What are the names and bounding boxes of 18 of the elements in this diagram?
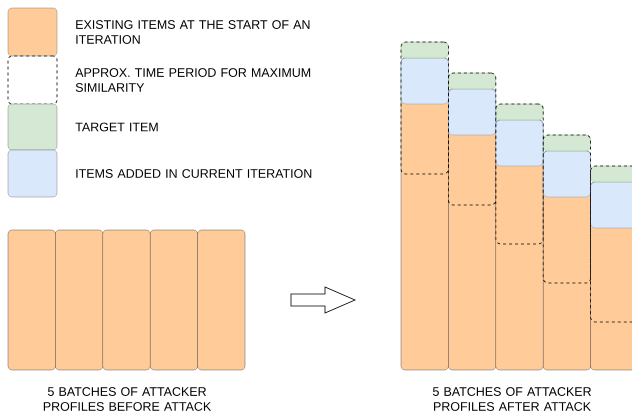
- existing-items-bar: [102, 230, 150, 370]
- existing-items-bar: [197, 230, 246, 370]
- legend-label: APPROX. TIME PERIOD FOR MAXIMUM SIMILARITY: [75, 68, 310, 92]
- caption: 5 BATCHES OF ATTACKER PROFILES BEFORE ATTACK: [44, 387, 212, 411]
- similarity-period-box: [495, 104, 544, 244]
- similarity-period-box: [400, 42, 449, 174]
- added-items-box: [590, 182, 632, 228]
- legend-label: ITEMS ADDED IN CURRENT ITERATION: [76, 169, 312, 178]
- caption: 5 BATCHES OF ATTACKER PROFILES AFTER ATTACK: [432, 387, 592, 411]
- legend-label: EXISTING ITEMS AT THE START OF AN ITERATION: [76, 20, 310, 44]
- similarity-period-box: [590, 166, 632, 322]
- legend-label: TARGET ITEM: [75, 122, 158, 132]
- similarity-period-box: [542, 134, 591, 284]
- existing-items-bar: [55, 230, 103, 370]
- target-item-box: [590, 166, 632, 182]
- existing-items-bar: [150, 230, 198, 370]
- similarity-period-box: [448, 72, 496, 206]
- existing-items-bar: [8, 230, 56, 370]
